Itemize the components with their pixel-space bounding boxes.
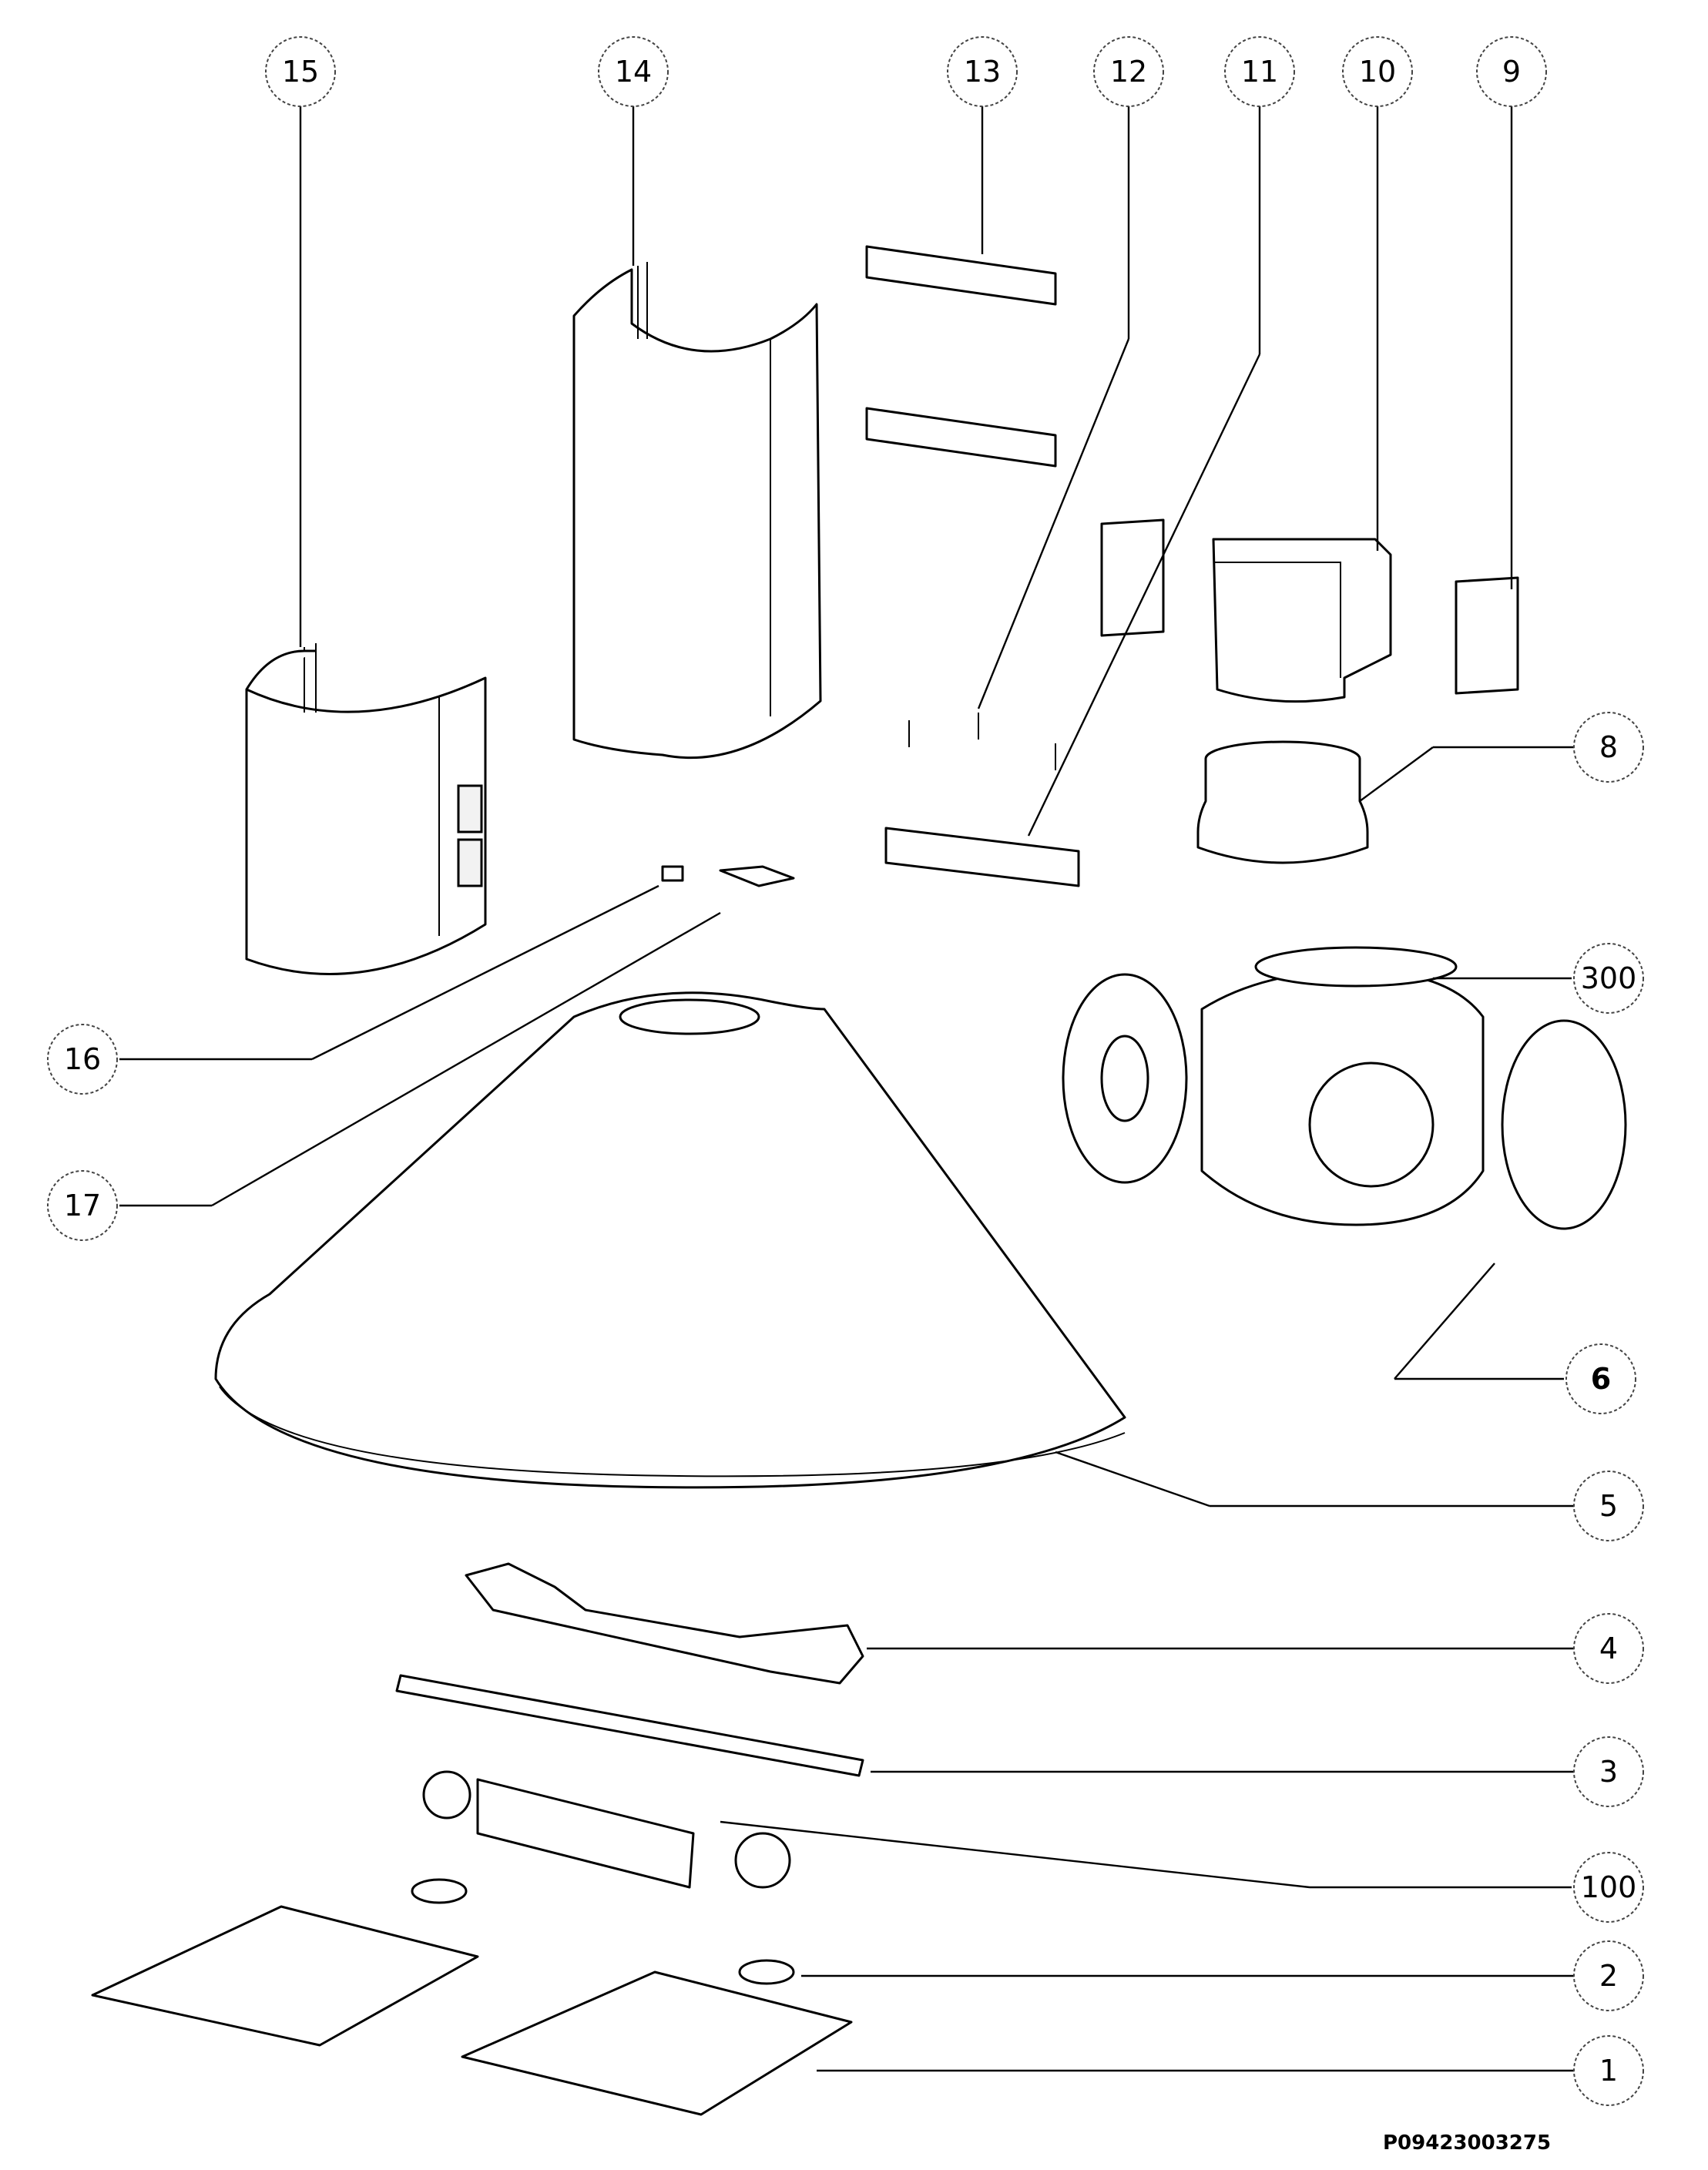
part-16-clip xyxy=(661,865,684,882)
svg-text:100: 100 xyxy=(1581,1870,1637,1904)
part-15-lower-chimney-cover xyxy=(245,643,487,975)
part-10-duct-elbow xyxy=(1212,538,1392,703)
callout-3: 3 xyxy=(1573,1736,1644,1807)
callout-15: 15 xyxy=(265,36,336,107)
part-8-round-collar xyxy=(1196,740,1369,864)
callout-4: 4 xyxy=(1573,1613,1644,1684)
part-100-lamp-assembly xyxy=(422,1770,791,1889)
svg-text:17: 17 xyxy=(64,1189,101,1223)
svg-text:300: 300 xyxy=(1581,961,1637,995)
callout-14: 14 xyxy=(598,36,669,107)
svg-text:4: 4 xyxy=(1599,1632,1618,1665)
callout-17: 17 xyxy=(47,1170,118,1241)
callout-11: 11 xyxy=(1224,36,1295,107)
part-2-rings xyxy=(411,1878,795,1985)
part-5-hood-canopy xyxy=(214,991,1126,1489)
part-rect-duct-left xyxy=(1100,518,1165,637)
callout-12: 12 xyxy=(1093,36,1164,107)
callout-6: 6 xyxy=(1565,1343,1636,1414)
svg-text:9: 9 xyxy=(1502,55,1521,89)
part-11-support-bracket xyxy=(884,827,1080,887)
callout-1: 1 xyxy=(1573,2035,1644,2106)
svg-text:3: 3 xyxy=(1599,1755,1618,1789)
svg-text:10: 10 xyxy=(1359,55,1396,89)
callout-5: 5 xyxy=(1573,1471,1644,1541)
part-3-trim-strip xyxy=(395,1674,864,1777)
part-6-charcoal-filters xyxy=(1062,973,1627,1230)
document-number: P09423003275 xyxy=(1383,2131,1551,2155)
callout-13: 13 xyxy=(947,36,1018,107)
svg-text:8: 8 xyxy=(1599,730,1618,764)
svg-text:16: 16 xyxy=(64,1042,101,1076)
callout-100: 100 xyxy=(1573,1852,1644,1923)
callout-10: 10 xyxy=(1342,36,1413,107)
leader-lines xyxy=(119,96,1599,2072)
svg-text:15: 15 xyxy=(282,55,319,89)
part-17-clip xyxy=(719,865,795,887)
svg-text:1: 1 xyxy=(1599,2054,1618,2088)
svg-text:6: 6 xyxy=(1591,1362,1611,1396)
callout-300: 300 xyxy=(1573,943,1644,1014)
callout-2: 2 xyxy=(1573,1940,1644,2011)
vent-slots xyxy=(457,784,483,887)
svg-text:13: 13 xyxy=(964,55,1001,89)
part-12-screws xyxy=(908,713,1056,770)
callout-8: 8 xyxy=(1573,712,1644,783)
svg-text:5: 5 xyxy=(1599,1489,1618,1523)
callout-16: 16 xyxy=(47,1024,118,1095)
part-13-mounting-brackets xyxy=(865,245,1057,468)
part-300-motor-unit xyxy=(1200,946,1485,1226)
svg-text:2: 2 xyxy=(1599,1959,1618,1993)
callout-9: 9 xyxy=(1476,36,1547,107)
part-9-rect-duct xyxy=(1455,576,1519,695)
svg-text:12: 12 xyxy=(1110,55,1147,89)
part-1-grease-filters xyxy=(91,1905,853,2116)
svg-text:11: 11 xyxy=(1241,55,1278,89)
svg-text:14: 14 xyxy=(615,55,652,89)
part-4-light-bracket xyxy=(465,1562,864,1685)
part-14-upper-chimney-cover xyxy=(572,262,822,760)
